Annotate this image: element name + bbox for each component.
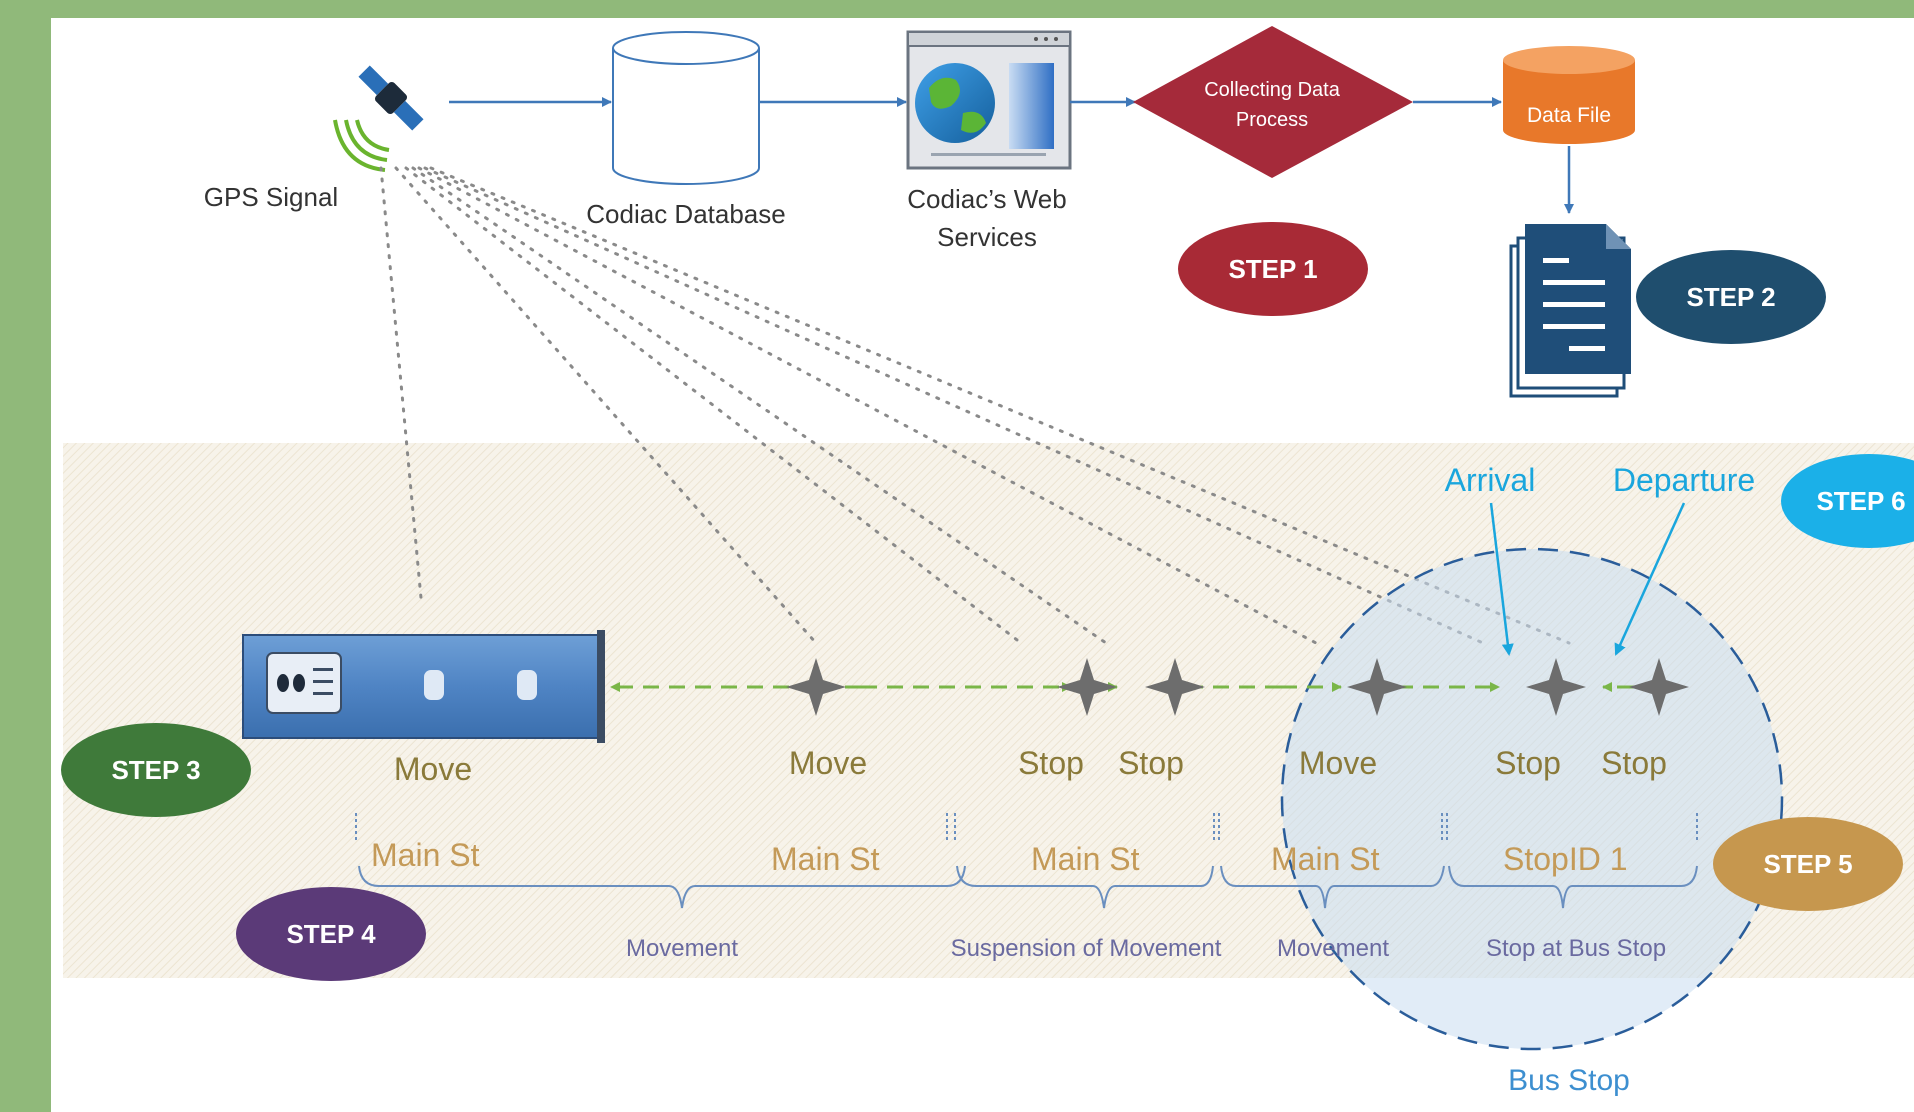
bus-stop-label: Bus Stop bbox=[1508, 1064, 1630, 1097]
segment-label-3: Movement bbox=[1277, 935, 1389, 962]
street-label-4: Main St bbox=[1271, 841, 1380, 877]
street-label-5: StopID 1 bbox=[1503, 841, 1628, 877]
point-marker-1 bbox=[786, 658, 846, 716]
departure-label: Departure bbox=[1613, 462, 1755, 498]
segment-label-2: Suspension of Movement bbox=[951, 935, 1222, 962]
step3-label: STEP 3 bbox=[111, 755, 200, 785]
web-services-label-line2: Services bbox=[937, 222, 1037, 252]
point-marker-3 bbox=[1145, 658, 1205, 716]
step6-label: STEP 6 bbox=[1816, 486, 1905, 516]
street-label-1: Main St bbox=[371, 837, 480, 873]
point-label-4: Move bbox=[1299, 745, 1377, 781]
step4-label: STEP 4 bbox=[286, 919, 376, 949]
step6-badge: STEP 6 bbox=[1781, 454, 1914, 548]
step1-badge: STEP 1 bbox=[1178, 222, 1368, 316]
segment-separators bbox=[355, 813, 1698, 843]
step2-badge: STEP 2 bbox=[1636, 250, 1826, 344]
point-label-1: Move bbox=[789, 745, 867, 781]
diagram-canvas: GPS Signal Codiac Database Codiac’s Web … bbox=[51, 18, 1914, 1112]
diagram-svg: GPS Signal Codiac Database Codiac’s Web … bbox=[61, 26, 1914, 1097]
collecting-data-diamond bbox=[1133, 26, 1413, 178]
bus-icon bbox=[242, 630, 605, 743]
document-stack-icon bbox=[1509, 224, 1631, 398]
point-label-6: Stop bbox=[1601, 745, 1667, 781]
point-label-3: Stop bbox=[1118, 745, 1184, 781]
web-services-label-line1: Codiac’s Web bbox=[907, 184, 1066, 214]
step5-badge: STEP 5 bbox=[1713, 817, 1903, 911]
segment-label-4: Stop at Bus Stop bbox=[1486, 935, 1666, 962]
bus-point-label: Move bbox=[394, 751, 472, 787]
gps-signal-label: GPS Signal bbox=[204, 182, 338, 212]
orange-cylinder-icon bbox=[1503, 46, 1635, 144]
street-label-2: Main St bbox=[771, 841, 880, 877]
step5-label: STEP 5 bbox=[1763, 849, 1852, 879]
arrival-label: Arrival bbox=[1445, 462, 1536, 498]
collecting-data-label-line1: Collecting Data bbox=[1204, 79, 1341, 101]
step2-label: STEP 2 bbox=[1686, 282, 1775, 312]
segment-braces bbox=[358, 865, 1698, 909]
point-label-2: Stop bbox=[1018, 745, 1084, 781]
database-cylinder-icon bbox=[612, 31, 760, 185]
signal-waves-icon bbox=[333, 119, 390, 172]
browser-globe-icon bbox=[906, 30, 1072, 170]
data-file-label: Data File bbox=[1527, 104, 1611, 127]
point-marker-6 bbox=[1629, 658, 1689, 716]
satellite-icon bbox=[358, 65, 424, 131]
track-points bbox=[786, 658, 1689, 716]
gps-signal-dotted-lines bbox=[379, 166, 1571, 645]
point-marker-5 bbox=[1526, 658, 1586, 716]
point-label-5: Stop bbox=[1495, 745, 1561, 781]
step4-badge: STEP 4 bbox=[236, 887, 426, 981]
point-marker-2 bbox=[1057, 658, 1117, 716]
bus-stop-circle bbox=[1280, 547, 1784, 1051]
departure-arrow bbox=[1614, 502, 1686, 656]
step3-badge: STEP 3 bbox=[61, 723, 251, 817]
segment-label-1: Movement bbox=[626, 935, 738, 962]
step1-label: STEP 1 bbox=[1228, 254, 1317, 284]
point-marker-4 bbox=[1347, 658, 1407, 716]
codiac-database-label: Codiac Database bbox=[586, 199, 785, 229]
arrival-arrow bbox=[1489, 502, 1514, 656]
collecting-data-label-line2: Process bbox=[1236, 109, 1308, 131]
street-label-3: Main St bbox=[1031, 841, 1140, 877]
